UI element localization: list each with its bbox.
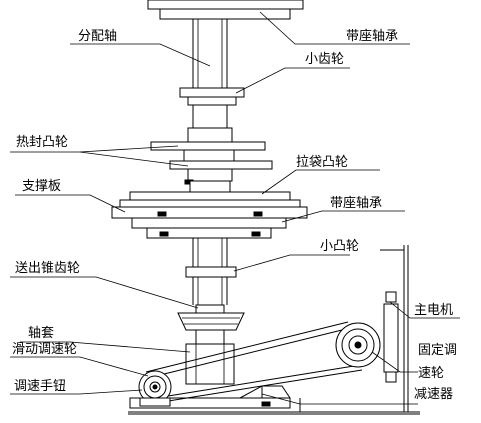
label-heat-seal-cam: 热封凸轮 xyxy=(16,135,68,150)
leader-lines xyxy=(10,11,460,405)
motor-frame xyxy=(380,245,409,412)
label-pillow-bearing-top: 带座轴承 xyxy=(346,29,398,44)
support-plate xyxy=(111,199,308,219)
drive-belt xyxy=(145,321,363,403)
bag-pull-cam xyxy=(129,168,291,201)
shaft-sleeve xyxy=(185,343,235,385)
label-main-motor: 主电机 xyxy=(414,303,453,318)
label-speed-knob: 调速手钮 xyxy=(14,379,66,394)
label-pillow-bearing-mid: 带座轴承 xyxy=(330,196,382,211)
label-shaft-sleeve: 轴套 xyxy=(28,325,54,341)
reducer xyxy=(239,385,301,412)
base xyxy=(128,397,420,415)
labels: 分配轴 带座轴承 小齿轮 热封凸轮 拉袋凸轮 支撑板 带座轴承 小凸轮 送出锥齿… xyxy=(12,29,457,402)
distribution-shaft xyxy=(192,19,228,88)
label-fixed-speed-wheel-1: 固定调 xyxy=(418,343,457,358)
label-reducer: 减速器 xyxy=(414,387,453,402)
heat-seal-cam xyxy=(150,141,273,170)
label-bag-pull-cam: 拉袋凸轮 xyxy=(296,155,348,170)
label-small-gear: 小齿轮 xyxy=(305,52,344,67)
label-distribution-shaft: 分配轴 xyxy=(78,29,117,44)
label-sliding-speed-wheel: 滑动调速轮 xyxy=(12,342,77,357)
sliding-speed-wheel xyxy=(138,370,172,407)
label-feed-bevel-gear: 送出锥齿轮 xyxy=(15,261,80,276)
label-small-cam: 小凸轮 xyxy=(320,239,359,254)
label-support-plate: 支撑板 xyxy=(22,179,61,194)
lower-shaft xyxy=(185,238,237,305)
feed-bevel-gear xyxy=(177,304,245,345)
middle-bearing xyxy=(131,217,287,239)
fixed-speed-wheel xyxy=(335,322,381,368)
small-gear xyxy=(179,87,245,143)
label-fixed-speed-wheel-2: 速轮 xyxy=(418,366,444,381)
top-bearing xyxy=(147,0,304,20)
